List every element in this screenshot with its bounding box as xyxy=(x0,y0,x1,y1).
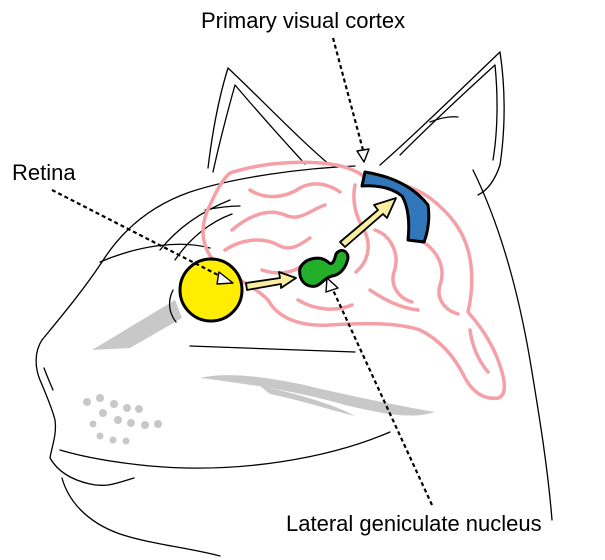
gyrus-6 xyxy=(375,230,412,302)
gyrus-1 xyxy=(232,205,325,230)
nose-detail xyxy=(44,368,53,390)
label-lateral-geniculate-nucleus: Lateral geniculate nucleus xyxy=(286,513,542,535)
arrow-retina-to-lgn xyxy=(246,272,296,290)
lgn-shape xyxy=(300,251,348,287)
gyrus-7 xyxy=(420,240,458,314)
mouth-line xyxy=(60,432,390,468)
gyrus-9 xyxy=(298,300,352,309)
eye-shadow xyxy=(92,300,182,350)
cheek-line xyxy=(100,244,210,262)
pointer-line-visual-cortex xyxy=(333,38,363,150)
pointer-tip-lgn xyxy=(326,278,338,292)
pointer-lines xyxy=(52,38,432,505)
gyrus-3 xyxy=(250,184,340,197)
visual-cortex-shape xyxy=(362,172,429,242)
retina-shape xyxy=(180,259,242,321)
right-ear-inner xyxy=(400,65,497,160)
cheek-line-lower xyxy=(190,346,355,352)
chin-line xyxy=(62,478,220,556)
label-retina: Retina xyxy=(12,162,76,184)
cat-head-outline xyxy=(36,52,552,556)
gyrus-2 xyxy=(225,238,310,250)
cheek-shadow xyxy=(200,375,435,415)
face-shading xyxy=(92,300,435,416)
whisker-dots xyxy=(83,394,162,445)
label-primary-visual-cortex: Primary visual cortex xyxy=(201,10,405,32)
neck-line xyxy=(473,170,552,520)
pointer-tip-visual-cortex xyxy=(357,149,369,162)
brain-outline xyxy=(203,162,504,398)
